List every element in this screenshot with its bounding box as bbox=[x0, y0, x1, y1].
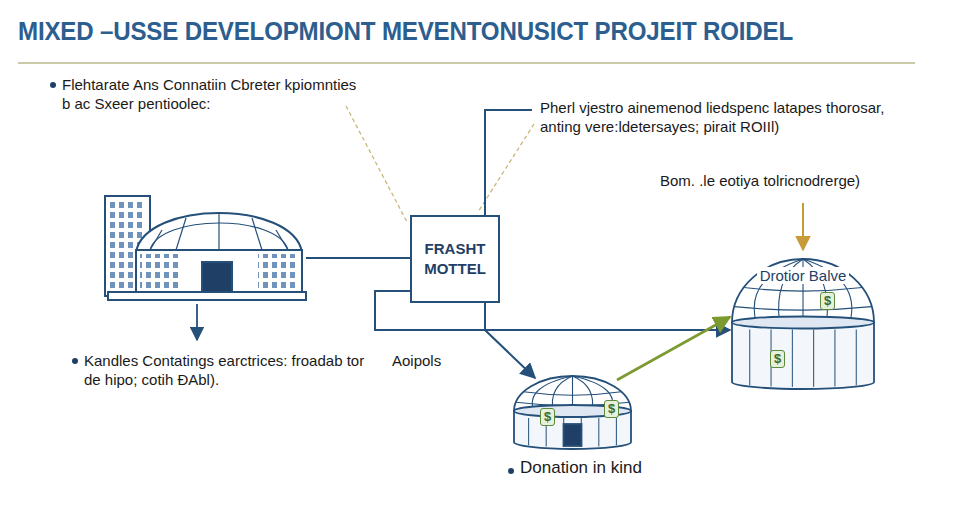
note-text: Pherl vjestro ainemenod liedspenc latape… bbox=[540, 99, 915, 137]
node-label: Donation in kind bbox=[520, 458, 642, 478]
process-box: FRASHT MOTTEL bbox=[410, 215, 500, 303]
dome-node: Donation in kind bbox=[505, 372, 680, 487]
dashed-leader bbox=[478, 124, 534, 212]
note-text: Kandles Contatings earctrices: froadab t… bbox=[84, 352, 374, 390]
bullet-dot bbox=[50, 82, 56, 88]
node-label: Drotior Balve bbox=[728, 267, 878, 284]
label-patch: Drotior Balve bbox=[757, 267, 850, 284]
connector-arrow bbox=[485, 303, 535, 378]
note-text: Bom. .le eotiya tolricnodrerge) bbox=[660, 172, 860, 191]
title-rule bbox=[18, 62, 915, 64]
dashed-leader bbox=[346, 106, 407, 222]
bullet-dot bbox=[508, 468, 514, 474]
building-illustration bbox=[105, 196, 306, 300]
money-symbol: $ bbox=[820, 292, 835, 310]
note-text: Flehtarate Ans Connatiin Cbreter kpiomnt… bbox=[62, 76, 362, 114]
money-symbol: $ bbox=[604, 400, 619, 418]
node-label: FRASHT MOTTEL bbox=[418, 239, 492, 280]
free-label: Aoipols bbox=[392, 352, 441, 371]
building-down-arrow bbox=[196, 304, 198, 340]
money-symbol: $ bbox=[540, 408, 555, 426]
gold-arrow bbox=[802, 203, 804, 250]
diagram-title: MIXED –USSE DEVELOPMIONT MEVENTONUSICT P… bbox=[18, 16, 793, 47]
bullet-dot bbox=[72, 358, 78, 364]
dome-outline bbox=[732, 259, 874, 389]
connector-arrow bbox=[617, 317, 730, 380]
dome-node: Drotior Balve bbox=[728, 255, 878, 390]
money-symbol: $ bbox=[770, 350, 785, 368]
dome-outline bbox=[514, 376, 631, 449]
building-link-line bbox=[306, 257, 410, 259]
leader-line bbox=[485, 110, 532, 215]
